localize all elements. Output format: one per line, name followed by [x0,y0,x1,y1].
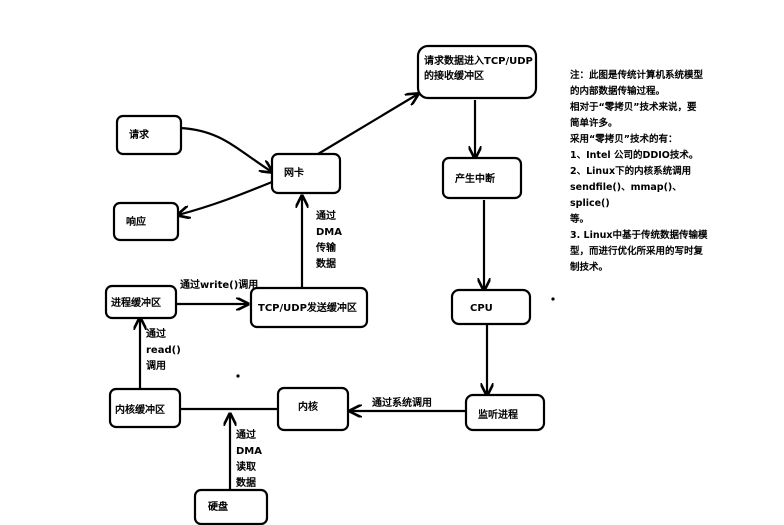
node-tcp-send-label: TCP/UDP发送缓冲区 [258,301,357,314]
node-response: 响应 [112,201,180,242]
side-note: 注：此图是传统计算机系统模型 的内部数据传输过程。 相对于“零拷贝”技术来说，要… [570,68,720,276]
note-line: 简单许多。 [570,118,618,129]
label-read-call-line2: read() [146,345,181,356]
node-process-buffer-label: 进程缓冲区 [111,296,161,309]
node-disk: 硬盘 [193,488,269,525]
node-kernel-label: 内核 [298,400,318,413]
node-nic-label: 网卡 [284,166,304,179]
edge-nic-to-tcp-recv [307,94,418,161]
label-syscall: 通过系统调用 [372,396,432,409]
note-line: 制技术。 [570,262,609,273]
node-kernel: 内核 [276,386,350,432]
label-dma-read-line1: 通过 [236,428,256,441]
note-line: 2、Linux下的内核系统调用 [570,166,692,177]
label-dma-read-line2: DMA [236,446,262,457]
note-line: 3. Linux中基于传统数据传输模 [570,230,708,241]
node-nic: 网卡 [270,152,342,195]
note-line: sendfile()、mmap()、splice() [570,182,682,209]
node-tcp-send-buffer: TCP/UDP发送缓冲区 [249,286,369,329]
label-dma-read-line4: 数据 [236,476,256,489]
node-kernel-buffer-label: 内核缓冲区 [115,403,165,416]
node-tcp-recv-label-line1: 请求数据进入TCP/UDP [424,54,533,67]
label-dma-transfer-line2: DMA [316,227,342,238]
label-dma-transfer-line1: 通过 [316,209,336,222]
note-line: 相对于“零拷贝”技术来说，要 [570,102,697,113]
node-tcp-recv-label-line2: 的接收缓冲区 [424,69,484,82]
node-cpu-label: CPU [470,303,493,314]
node-process-buffer: 进程缓冲区 [104,284,178,320]
node-kernel-buffer: 内核缓冲区 [108,387,182,429]
label-read-call: 通过 read() 调用 [146,327,181,372]
node-tcp-recv-buffer: 请求数据进入TCP/UDP 的接收缓冲区 [416,44,538,100]
note-line: 等。 [570,214,590,225]
node-disk-label: 硬盘 [208,500,228,513]
label-write-call: 通过write()调用 [180,278,258,291]
node-interrupt-label: 产生中断 [455,172,495,185]
label-read-call-line1: 通过 [146,327,166,340]
label-dma-transfer-line3: 传输 [315,241,337,254]
stray-dot [236,374,240,378]
node-listen-label: 监听进程 [478,408,518,421]
stray-dot [551,297,555,301]
note-line: 注：此图是传统计算机系统模型 [570,70,704,81]
label-dma-read-line3: 读取 [236,460,257,473]
label-dma-transfer-line4: 数据 [316,257,336,270]
label-dma-read: 通过 DMA 读取 数据 [236,428,262,489]
label-read-call-line3: 调用 [146,359,166,372]
node-request: 请求 [115,114,183,156]
note-line: 的内部数据传输过程。 [570,86,666,97]
node-listen-process: 监听进程 [464,393,546,432]
label-dma-transfer: 通过 DMA 传输 数据 [315,209,342,270]
node-response-label: 响应 [126,215,146,228]
note-line: 采用“零拷贝”技术的有： [570,134,678,145]
node-request-label: 请求 [129,128,150,141]
edge-request-to-nic [179,126,272,172]
note-line: 型，而进行优化所采用的写时复 [570,246,704,257]
note-line: 1、Intel 公司的DDIO技术。 [570,150,699,161]
node-cpu: CPU [450,288,532,326]
node-interrupt: 产生中断 [441,156,523,200]
edge-nic-to-response [178,180,273,215]
